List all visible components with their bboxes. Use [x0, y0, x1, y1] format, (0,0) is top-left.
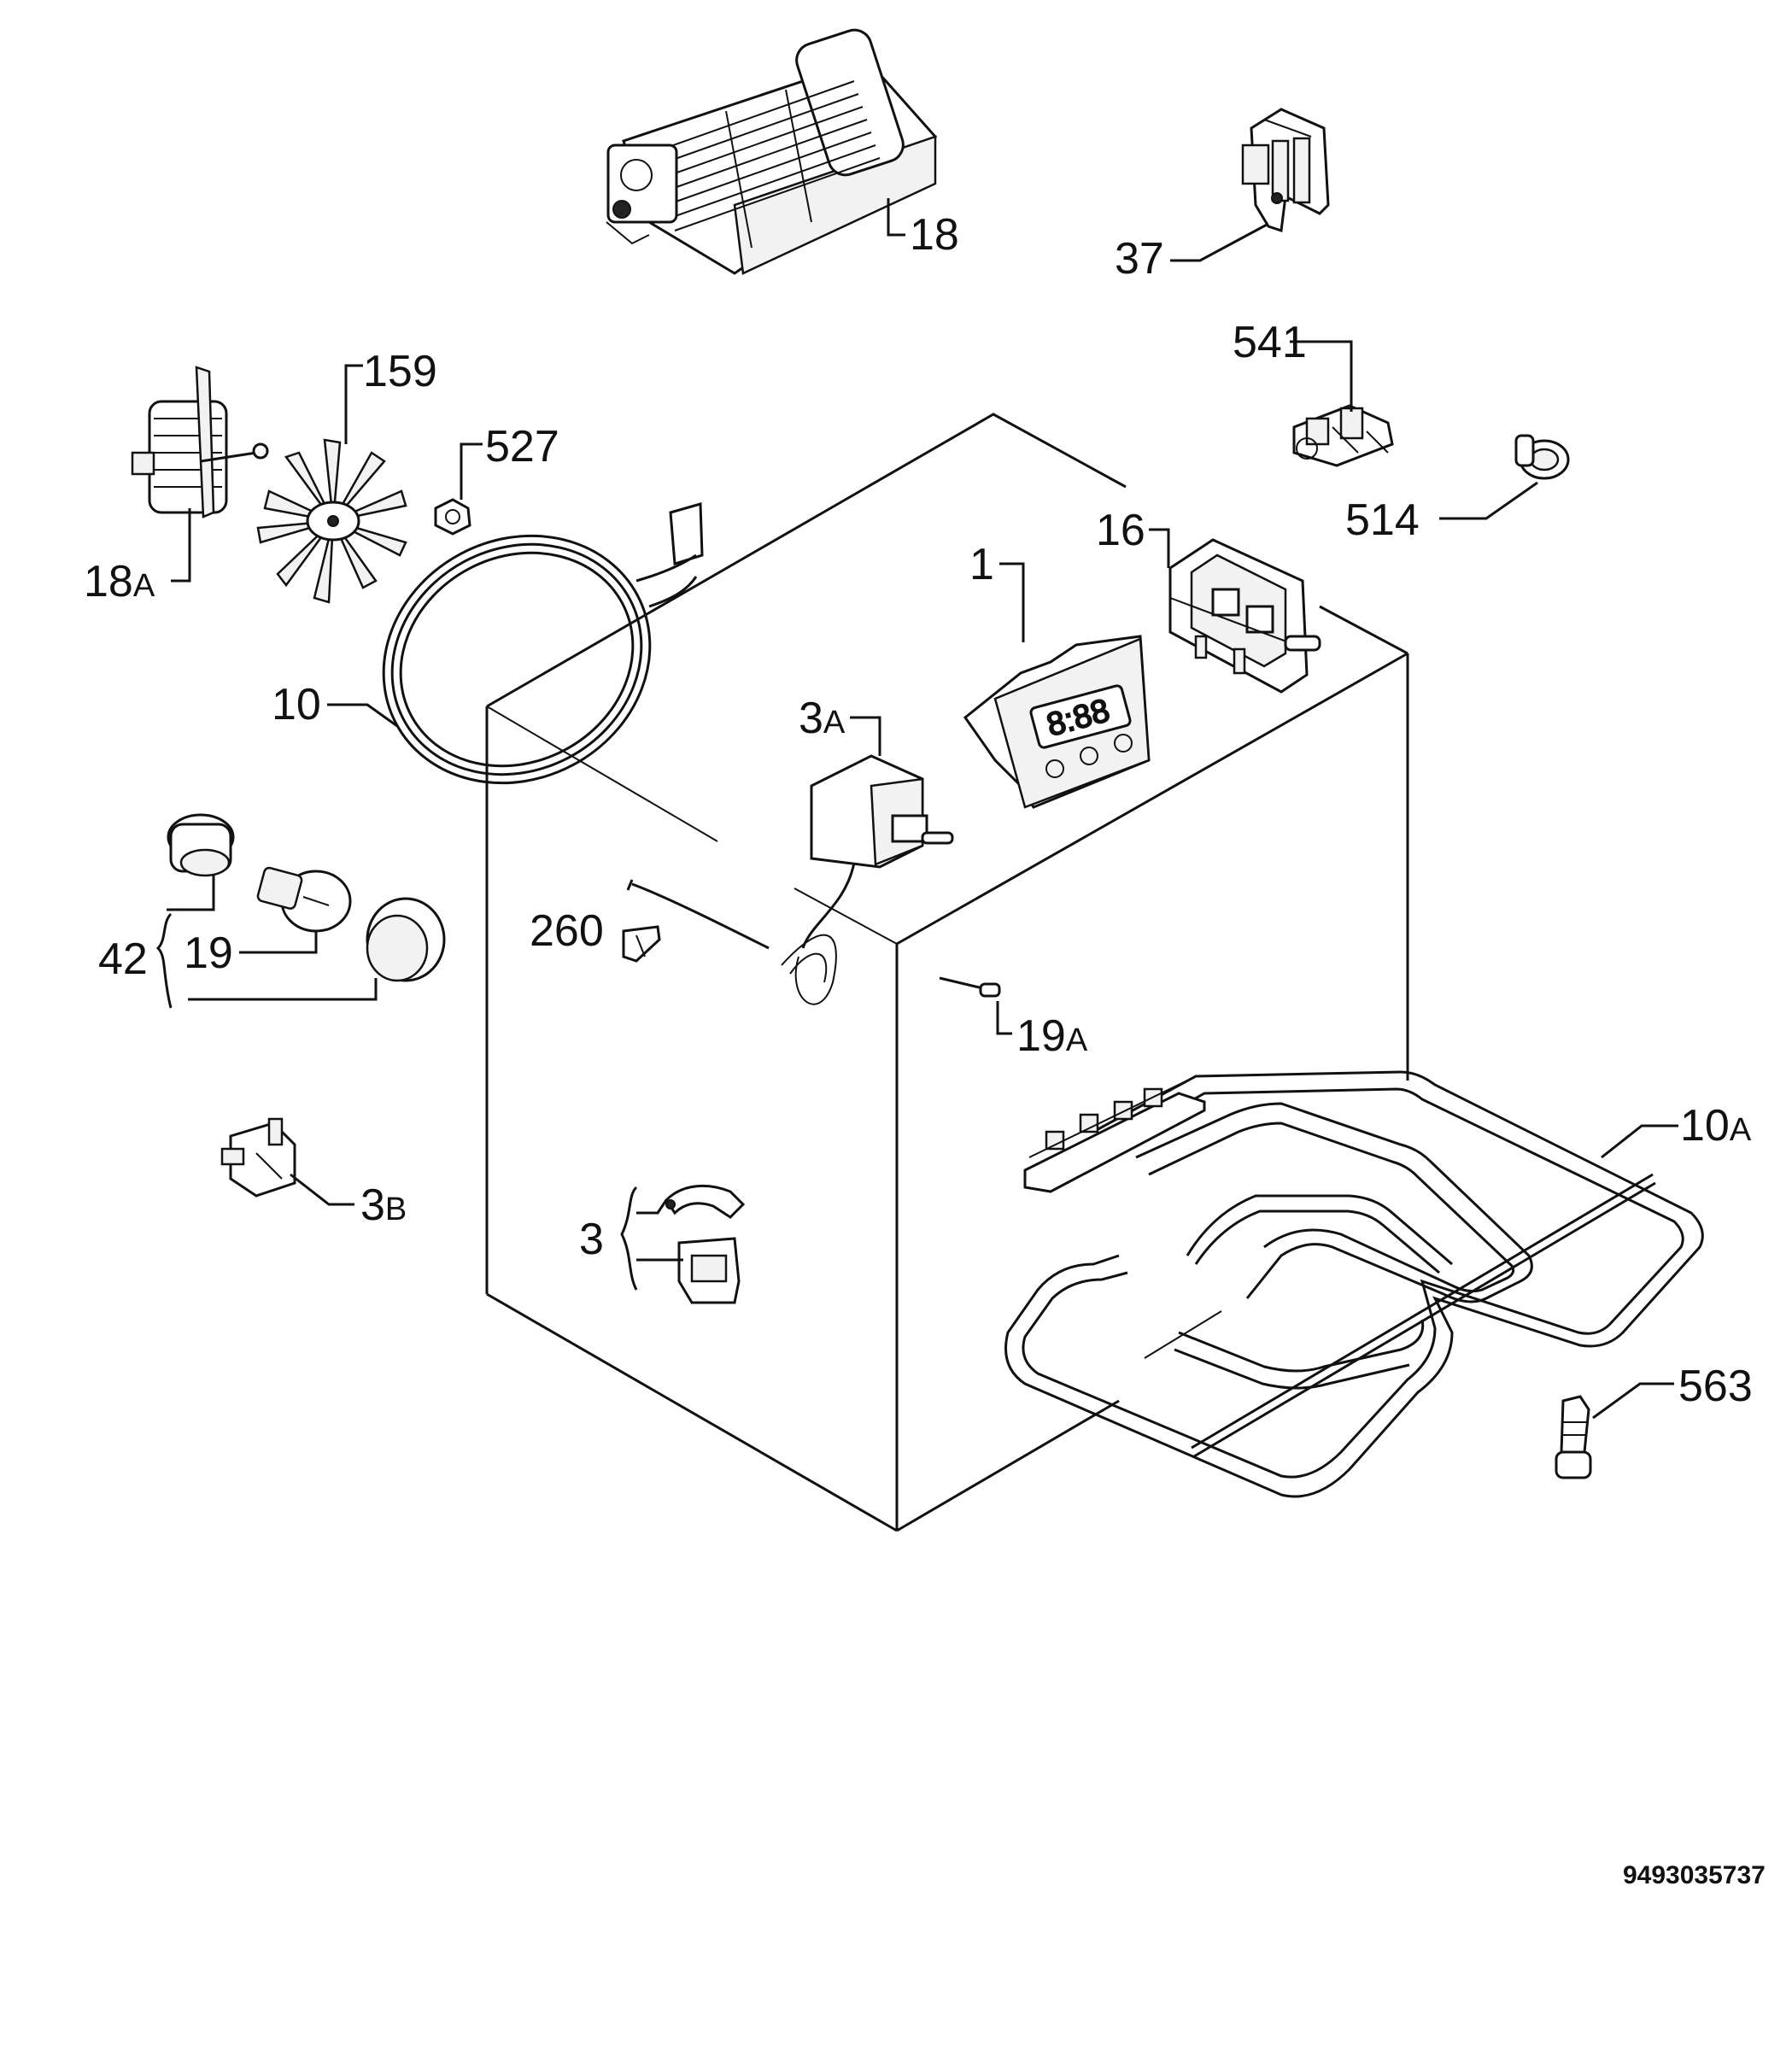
part-19a-sensor — [939, 976, 1001, 998]
part-10-circular-heating-element — [382, 502, 704, 785]
label-18a: 18A — [84, 557, 155, 606]
label-10: 10 — [272, 680, 321, 729]
part-541-terminal-block — [1292, 404, 1394, 467]
label-3a: 3A — [799, 694, 846, 743]
label-42: 42 — [98, 934, 148, 984]
leader-3-upper — [636, 1199, 668, 1215]
leader-18a — [171, 508, 191, 583]
brace-3 — [620, 1186, 638, 1291]
label-527: 527 — [485, 422, 559, 472]
leader-18 — [887, 198, 905, 237]
part-514-grommet — [1514, 434, 1570, 480]
leader-19 — [239, 931, 318, 954]
part-18a-fan-motor — [131, 366, 269, 518]
label-18: 18 — [910, 210, 959, 260]
part-18-tangential-fan — [606, 28, 938, 275]
label-1: 1 — [969, 540, 994, 589]
part-3-brackets — [665, 1184, 746, 1304]
leader-42-holder — [167, 876, 215, 911]
label-19: 19 — [184, 928, 233, 978]
leader-37 — [1170, 222, 1269, 262]
label-260: 260 — [530, 906, 604, 956]
leader-541 — [1290, 340, 1353, 412]
leader-159 — [344, 364, 363, 444]
part-37-relay — [1241, 108, 1330, 233]
leader-10 — [327, 703, 398, 728]
part-19-lamp-bulb — [256, 866, 352, 933]
part-3b-safety-thermostat — [220, 1117, 296, 1198]
part-260-clip — [622, 925, 661, 963]
part-1-electronic-timer: 8:88 — [963, 635, 1151, 809]
label-3: 3 — [579, 1215, 604, 1264]
label-16: 16 — [1096, 506, 1145, 555]
oven-cavity — [485, 413, 1409, 1532]
brace-42 — [155, 912, 173, 1009]
part-527-nut — [434, 498, 471, 536]
part-10a-grill-heating-element — [1004, 1070, 1704, 1498]
label-37: 37 — [1115, 234, 1164, 284]
document-number: 9493035737 — [1623, 1861, 1766, 1889]
part-3a-thermostat — [626, 754, 954, 1005]
part-159-fan-blade — [256, 438, 407, 604]
part-16-selector-switch — [1168, 538, 1321, 694]
leader-16 — [1149, 528, 1170, 568]
leader-514 — [1439, 481, 1538, 520]
label-541: 541 — [1233, 318, 1307, 367]
leader-1 — [999, 562, 1025, 642]
grill-terminals — [1023, 1080, 1206, 1193]
label-19a: 19A — [1016, 1011, 1088, 1061]
lamp-cover — [366, 897, 446, 982]
leader-3a — [850, 716, 881, 756]
lamp-holder — [167, 813, 235, 877]
label-10a: 10A — [1680, 1101, 1752, 1151]
leader-42-cover — [188, 978, 378, 1001]
label-3b: 3B — [360, 1180, 407, 1230]
leader-527 — [460, 442, 483, 500]
leader-3b — [290, 1173, 354, 1206]
leader-19a — [996, 1001, 1012, 1035]
callout-labels: 18 37 541 159 527 18A 514 16 1 10 3A 42 … — [84, 210, 1753, 1411]
label-159: 159 — [363, 347, 437, 396]
label-563: 563 — [1678, 1362, 1753, 1411]
leader-10a — [1601, 1124, 1678, 1159]
label-514: 514 — [1345, 495, 1420, 545]
part-563-fixing — [1555, 1395, 1592, 1479]
leader-563 — [1592, 1382, 1674, 1420]
